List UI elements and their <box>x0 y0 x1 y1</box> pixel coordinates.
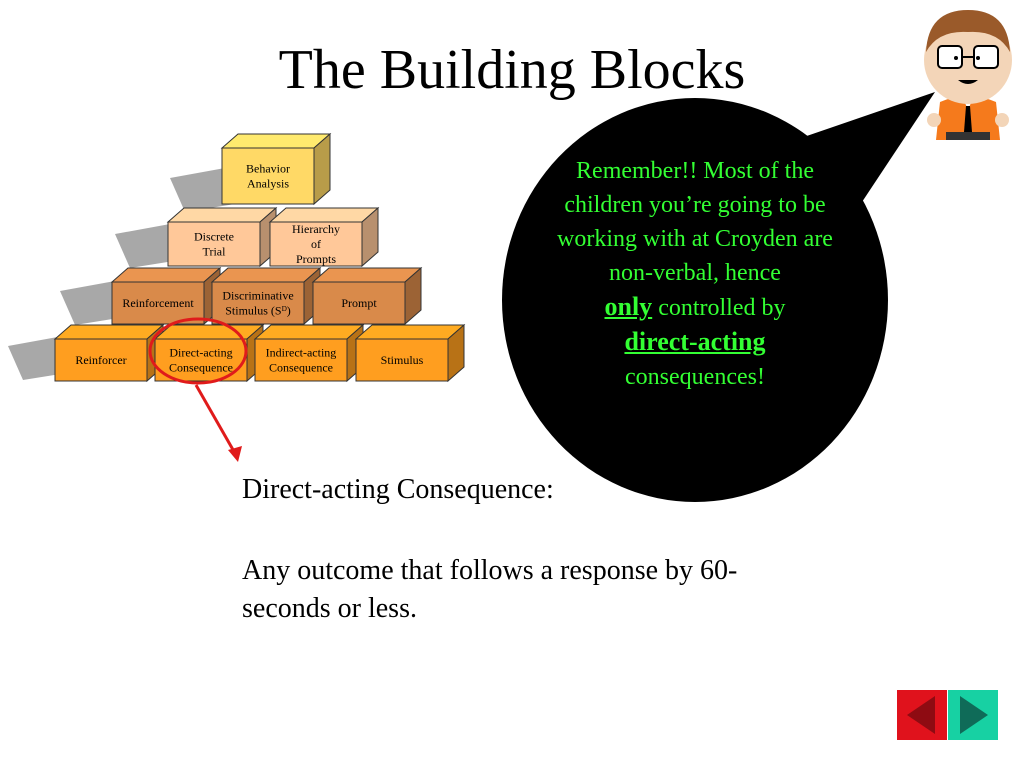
cartoon-character-icon <box>924 10 1012 140</box>
block-label: Reinforcement <box>122 296 194 310</box>
definition-text: Any outcome that follows a response by 6… <box>242 555 738 624</box>
block-label: Prompts <box>296 252 336 266</box>
bubble-line1: Remember!! Most of the children you’re g… <box>557 158 833 286</box>
bubble-mid: controlled by <box>652 295 786 321</box>
definition-term: Direct-acting Consequence: <box>242 474 554 505</box>
block-label: Hierarchy <box>292 222 340 236</box>
triangle-left-icon <box>907 696 935 734</box>
triangle-right-icon <box>960 696 988 734</box>
bubble-emph-direct-acting: direct-acting <box>624 327 766 356</box>
block-label: Trial <box>203 245 227 259</box>
bubble-emph-only: only <box>604 292 653 321</box>
block-label: Analysis <box>247 177 289 191</box>
block-label: Stimulus <box>381 353 424 367</box>
block-label: Behavior <box>246 162 290 176</box>
block-label: Discriminative <box>222 289 293 303</box>
next-slide-button[interactable] <box>948 690 998 740</box>
block-label: Stimulus (Sᴰ) <box>225 304 291 318</box>
highlight-circle <box>148 317 248 385</box>
block-label: Indirect-acting <box>266 346 337 360</box>
pyramid-block: Prompt <box>311 266 423 326</box>
block-label: Discrete <box>194 230 234 244</box>
block-label: of <box>311 237 321 251</box>
block-shadow <box>60 281 125 325</box>
pyramid-block: Stimulus <box>354 323 466 383</box>
bubble-end: consequences! <box>625 364 765 390</box>
slide-title: The Building Blocks <box>278 39 746 101</box>
block-label: Prompt <box>341 296 377 310</box>
block-shadow <box>115 224 180 268</box>
block-label: Direct-acting <box>169 346 232 360</box>
speech-bubble-text: Remember!! Most of the children you’re g… <box>540 154 850 394</box>
block-label: Consequence <box>269 361 333 375</box>
highlight-arrow <box>194 384 238 456</box>
block-label: Consequence <box>169 361 233 375</box>
previous-slide-button[interactable] <box>897 690 947 740</box>
arrow-head <box>228 446 242 462</box>
block-label: Reinforcer <box>75 353 126 367</box>
block-shadow <box>170 168 235 212</box>
pyramid-block: Reinforcement <box>110 266 222 326</box>
